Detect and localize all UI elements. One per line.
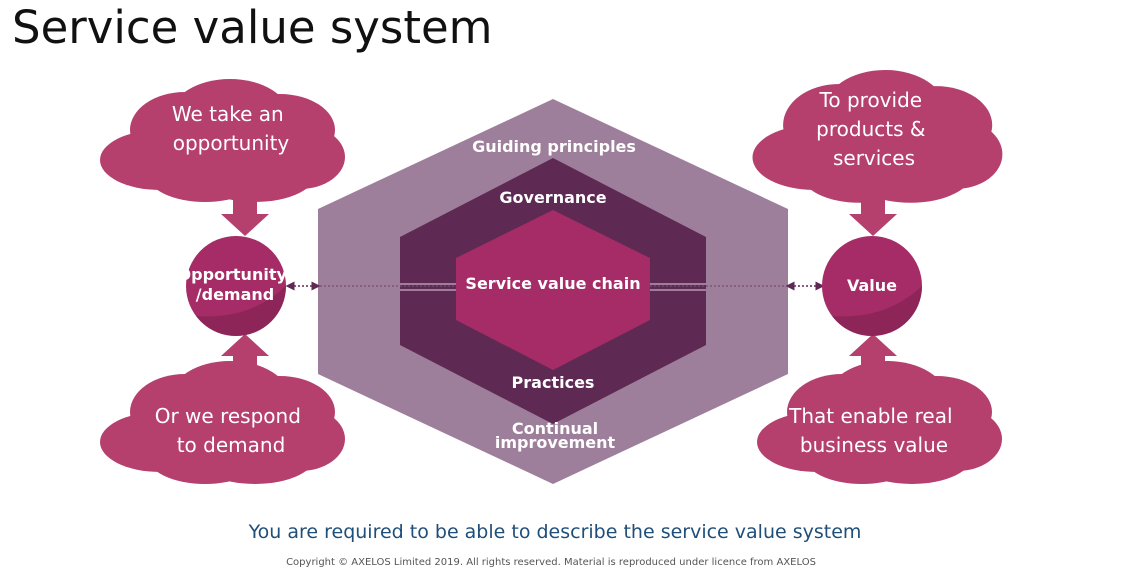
svg-text:That enable real busines: That enable real business value (788, 404, 959, 457)
cloud-text-line: business value (800, 433, 948, 457)
opportunity-label: Opportunity (178, 265, 288, 284)
cloud-top-left: We take an opportunity (100, 79, 345, 202)
cloud-text-line: products & (816, 117, 925, 141)
svg-text:We take an opportunity: We take an opportunity (172, 102, 290, 155)
opportunity-demand-node: Opportunity /demand (178, 236, 293, 336)
arrow-down-icon (849, 198, 897, 236)
cloud-text-line: That enable real (788, 404, 952, 428)
copyright-notice: Copyright © AXELOS Limited 2019. All rig… (286, 557, 816, 568)
value-label: Value (847, 276, 897, 295)
guiding-principles-label: Guiding principles (472, 137, 636, 156)
instruction-text: You are required to be able to describe … (248, 521, 862, 543)
cloud-text-line: services (833, 146, 915, 170)
cloud-text-line: to demand (177, 433, 286, 457)
svg-text:Opportunity /demand: Opportunity /demand (178, 265, 293, 304)
arrow-down-icon (221, 198, 269, 236)
svg-text:Or we respond to demand: Or we respond to demand (155, 404, 308, 457)
cloud-text-line: opportunity (173, 131, 290, 155)
service-value-chain-label: Service value chain (465, 274, 640, 293)
continual-improvement-label-line2: improvement (495, 433, 616, 452)
page-title: Service value system (12, 1, 493, 54)
cloud-bottom-right: That enable real business value (757, 361, 1002, 484)
value-node: Value (822, 236, 922, 337)
cloud-text-line: To provide (819, 88, 923, 112)
cloud-bottom-left: Or we respond to demand (100, 361, 345, 484)
cloud-top-right: To provide products & services (752, 69, 1003, 203)
core-hexagon (456, 210, 650, 370)
practices-label: Practices (512, 373, 595, 392)
cloud-text-line: Or we respond (155, 404, 301, 428)
cloud-text-line: We take an (172, 102, 284, 126)
svg-text:To provide products &: To provide products & services (816, 88, 932, 170)
demand-label: /demand (196, 285, 274, 304)
continual-improvement-label-line1: Continual (512, 419, 598, 438)
governance-label: Governance (499, 188, 606, 207)
